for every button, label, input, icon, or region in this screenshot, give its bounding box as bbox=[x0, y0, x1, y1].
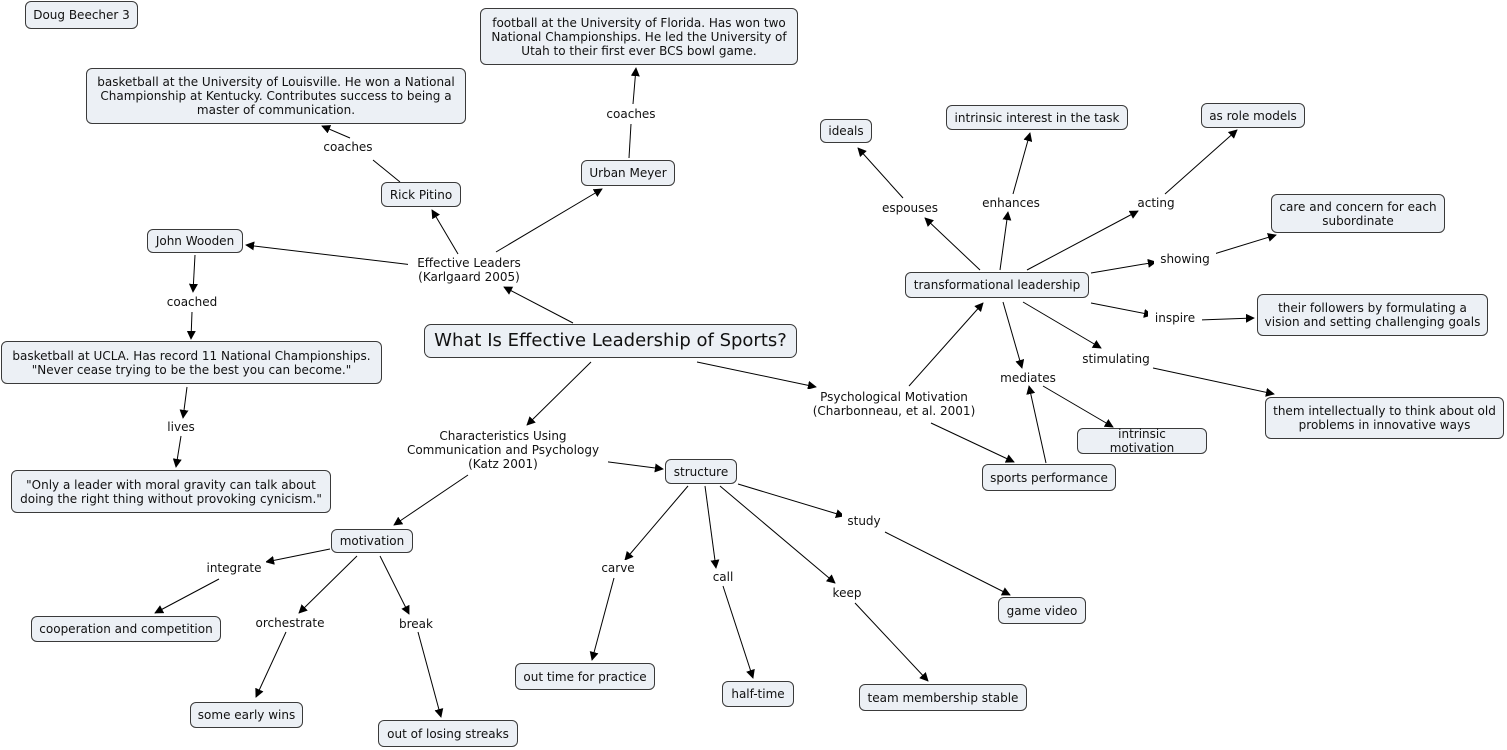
edge-stimulating-to-intellectually bbox=[1152, 367, 1275, 397]
edge-structure-to-carve bbox=[624, 485, 689, 561]
edge-orchestrate-to-early-wins bbox=[255, 631, 287, 698]
edge-coaches-to-meyer-desc bbox=[630, 67, 640, 105]
espouses-label: espouses bbox=[876, 200, 944, 215]
stimulating-label: stimulating bbox=[1077, 351, 1155, 366]
edge-main-to-characteristics bbox=[526, 361, 592, 426]
role-models-node: as role models bbox=[1201, 103, 1305, 128]
intrinsic-motivation-node: intrinsic motivation bbox=[1077, 427, 1207, 455]
edge-structure-to-study bbox=[737, 483, 845, 518]
cooperation-competition-node: cooperation and competition bbox=[31, 616, 221, 642]
characteristics-label: Characteristics Using Communication and … bbox=[398, 427, 608, 473]
edge-showing-to-care-concern bbox=[1213, 233, 1277, 255]
early-wins-node: some early wins bbox=[190, 702, 303, 728]
edge-rick-pitino-to-coaches bbox=[372, 159, 401, 183]
edge-psych-motivation-to-sports-performance bbox=[930, 422, 1015, 463]
edge-break-to-losing-streaks bbox=[417, 631, 444, 718]
edge-main-to-psych-motivation bbox=[696, 361, 817, 390]
break-label: break bbox=[394, 616, 438, 631]
author-node: Doug Beecher 3 bbox=[25, 1, 138, 29]
intrinsic-interest-node: intrinsic interest in the task bbox=[946, 105, 1128, 130]
edge-effective-leaders-to-rick-pitino bbox=[431, 209, 459, 255]
edge-mediates-to-intrinsic-motivation bbox=[1042, 385, 1114, 428]
edge-motivation-to-integrate bbox=[265, 548, 331, 565]
rick-pitino-node: Rick Pitino bbox=[381, 182, 461, 207]
edge-transformational-to-stimulating bbox=[1022, 301, 1102, 349]
practice-time-node: out time for practice bbox=[515, 663, 655, 690]
lives-label: lives bbox=[163, 419, 199, 434]
edge-keep-to-team-membership bbox=[854, 602, 929, 682]
main-topic-node: What Is Effective Leadership of Sports? bbox=[424, 324, 797, 358]
urban-meyer-node: Urban Meyer bbox=[581, 160, 675, 186]
edge-transformational-to-showing bbox=[1090, 258, 1157, 274]
edge-transformational-to-mediates bbox=[1002, 301, 1025, 369]
edge-john-wooden-to-coached bbox=[188, 254, 198, 293]
edge-characteristics-to-motivation bbox=[393, 474, 469, 526]
edge-characteristics-to-structure bbox=[600, 460, 664, 473]
edge-structure-to-call bbox=[704, 485, 720, 569]
edge-espouses-to-ideals bbox=[857, 147, 904, 199]
integrate-label: integrate bbox=[202, 560, 266, 575]
edge-acting-to-role-models bbox=[1164, 129, 1238, 195]
orchestrate-label: orchestrate bbox=[250, 615, 330, 630]
edge-wooden-desc-to-lives bbox=[179, 386, 189, 419]
edge-urban-meyer-to-coaches bbox=[628, 123, 632, 159]
edge-inspire-to-followers-vision bbox=[1198, 313, 1255, 323]
edge-transformational-to-espouses bbox=[924, 217, 981, 271]
edge-coached-to-wooden-desc bbox=[186, 311, 196, 340]
edge-transformational-to-enhances bbox=[999, 211, 1012, 271]
half-time-node: half-time bbox=[722, 681, 794, 707]
inspire-label: inspire bbox=[1148, 310, 1202, 325]
team-membership-node: team membership stable bbox=[859, 684, 1027, 711]
effective-leaders-label: Effective Leaders (Karlgaard 2005) bbox=[408, 255, 530, 285]
mediates-label: mediates bbox=[995, 370, 1061, 385]
edge-study-to-game-video bbox=[884, 531, 1011, 596]
edge-psych-motivation-to-transformational bbox=[908, 302, 984, 387]
showing-label: showing bbox=[1154, 251, 1216, 266]
study-label: study bbox=[842, 513, 886, 528]
edge-lives-to-wooden-quote bbox=[172, 435, 182, 468]
edge-effective-leaders-to-urban-meyer bbox=[495, 188, 603, 253]
structure-node: structure bbox=[665, 459, 737, 484]
edge-call-to-half-time bbox=[722, 585, 755, 679]
edge-integrate-to-cooperation bbox=[154, 578, 220, 614]
edge-coaches-to-pitino-desc bbox=[321, 125, 351, 139]
losing-streaks-node: out of losing streaks bbox=[378, 720, 518, 747]
call-label: call bbox=[705, 569, 741, 584]
edge-motivation-to-orchestrate bbox=[298, 555, 358, 614]
coaches-meyer-label: coaches bbox=[603, 106, 659, 121]
motivation-node: motivation bbox=[331, 529, 413, 553]
edge-carve-to-practice bbox=[589, 577, 615, 661]
edge-enhances-to-intrinsic-interest bbox=[1012, 132, 1033, 195]
wooden-quote-node: "Only a leader with moral gravity can ta… bbox=[11, 470, 331, 513]
edge-sports-performance-to-mediates bbox=[1026, 385, 1047, 464]
enhances-label: enhances bbox=[977, 195, 1045, 210]
edge-structure-to-keep bbox=[719, 485, 836, 584]
transformational-leadership-node: transformational leadership bbox=[905, 272, 1089, 298]
meyer-description-node: football at the University of Florida. H… bbox=[480, 8, 798, 65]
edge-effective-leaders-to-john-wooden bbox=[245, 241, 414, 266]
keep-label: keep bbox=[826, 585, 868, 600]
coaches-pitino-label: coaches bbox=[320, 139, 376, 154]
john-wooden-node: John Wooden bbox=[147, 229, 243, 253]
acting-label: acting bbox=[1132, 195, 1180, 210]
carve-label: carve bbox=[595, 560, 641, 575]
psychological-motivation-label: Psychological Motivation (Charbonneau, e… bbox=[806, 389, 982, 419]
coached-label: coached bbox=[163, 294, 221, 309]
game-video-node: game video bbox=[998, 597, 1086, 624]
edge-motivation-to-break bbox=[379, 555, 410, 615]
pitino-description-node: basketball at the University of Louisvil… bbox=[86, 68, 466, 124]
intellectually-node: them intellectually to think about old p… bbox=[1265, 397, 1504, 439]
edge-main-to-effective-leaders bbox=[503, 286, 574, 324]
sports-performance-node: sports performance bbox=[982, 464, 1116, 491]
care-concern-node: care and concern for each subordinate bbox=[1271, 194, 1445, 233]
edge-transformational-to-inspire bbox=[1090, 302, 1153, 318]
edge-transformational-to-acting bbox=[1026, 210, 1139, 271]
ideals-node: ideals bbox=[820, 119, 872, 143]
followers-vision-node: their followers by formulating a vision … bbox=[1257, 294, 1488, 336]
wooden-description-node: basketball at UCLA. Has record 11 Nation… bbox=[1, 341, 382, 384]
